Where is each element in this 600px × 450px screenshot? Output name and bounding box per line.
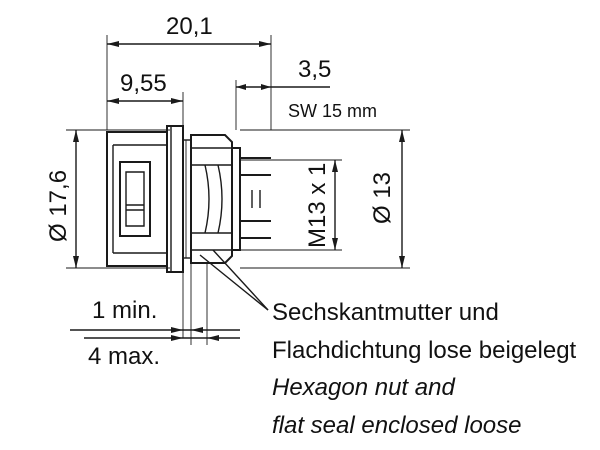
wrench-size-label: SW 15 mm (288, 101, 377, 121)
note-de-line2: Flachdichtung lose beigelegt (272, 337, 577, 364)
panel-max-label: 4 max. (88, 343, 160, 370)
note-en-line1: Hexagon nut and (272, 374, 455, 401)
body-diameter-dimension: Ø 13 (240, 129, 410, 269)
note-en-line2: flat seal enclosed loose (272, 412, 522, 439)
assembly-note: Sechskantmutter und Flachdichtung lose b… (272, 299, 577, 439)
front-length-dimension: 9,55 (107, 70, 184, 130)
overall-length-label: 20,1 (166, 13, 213, 40)
thread-label: M13 x 1 (304, 163, 331, 248)
note-de-line1: Sechskantmutter und (272, 299, 499, 326)
panel-min-label: 1 min. (92, 297, 157, 324)
note-leader-lines (199, 249, 269, 311)
overall-length-dimension: 20,1 (106, 13, 272, 130)
panel-thickness-dimension: 1 min. 4 max. (70, 258, 240, 370)
flange-diameter-dimension: Ø 17,6 (45, 129, 170, 269)
body-diameter-label: Ø 13 (369, 172, 396, 224)
flange-diameter-label: Ø 17,6 (45, 170, 72, 242)
front-length-label: 9,55 (120, 70, 167, 97)
thread-dimension: M13 x 1 (240, 159, 342, 251)
rear-pin-dimension: 3,5 SW 15 mm (235, 56, 377, 130)
rear-pin-label: 3,5 (298, 56, 331, 83)
